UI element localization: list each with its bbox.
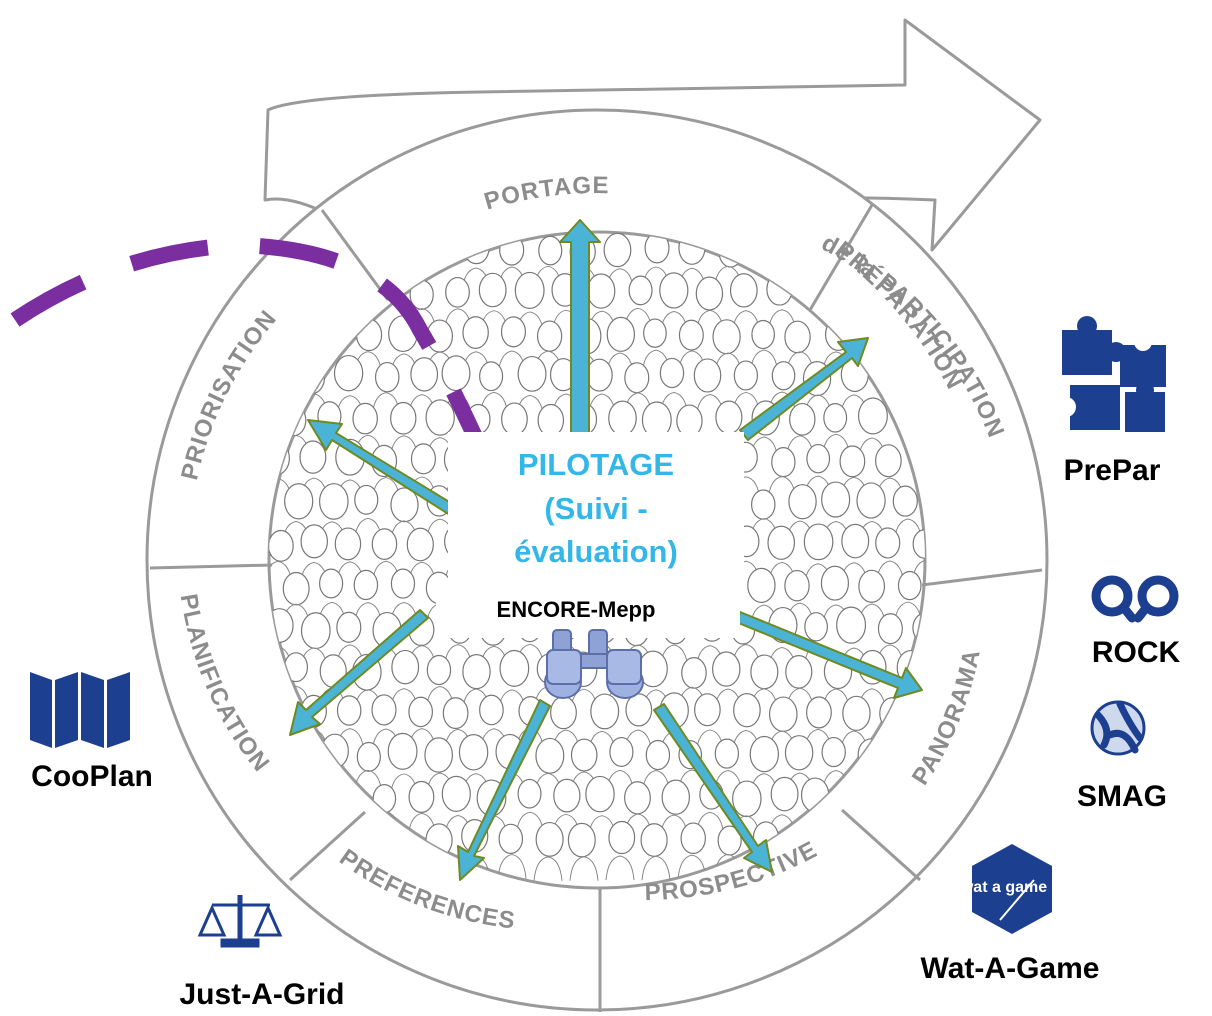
magnifier-icon bbox=[1091, 575, 1179, 623]
arrow-lower-left bbox=[289, 609, 429, 736]
tool-label-cooplan: CooPlan bbox=[31, 760, 153, 793]
svg-text:wat a game: wat a game bbox=[960, 879, 1047, 896]
tool-label-prepar: PrePar bbox=[1064, 454, 1161, 487]
folded-map-icon bbox=[30, 672, 130, 748]
binoculars-icon bbox=[544, 629, 644, 699]
tool-label-justagrid: Just-A-Grid bbox=[180, 978, 345, 1011]
arrow-up bbox=[559, 219, 601, 441]
divider bbox=[840, 808, 922, 882]
wat-a-game-logo-icon: wat a game bbox=[960, 844, 1052, 934]
divider bbox=[288, 810, 367, 882]
tool-label-rock: ROCK bbox=[1092, 636, 1181, 669]
arrow-left bbox=[307, 419, 457, 516]
trajectory-dashed-path bbox=[10, 236, 498, 474]
divider bbox=[808, 204, 874, 311]
center-box: PILOTAGE (Suivi - évaluation) ENCORE-Mep… bbox=[436, 432, 744, 638]
center-subtitle-2: évaluation) bbox=[514, 534, 678, 569]
radial-arrows bbox=[289, 219, 923, 881]
arrow-right bbox=[735, 611, 923, 699]
divider bbox=[149, 563, 273, 570]
arrow-down-left bbox=[457, 699, 551, 881]
divider bbox=[921, 568, 1043, 587]
center-tool-label: ENCORE-Mepp bbox=[497, 597, 656, 622]
tool-label-smag: SMAG bbox=[1077, 780, 1167, 813]
arrow-down-right bbox=[653, 703, 773, 873]
smag-icon bbox=[1090, 700, 1146, 756]
center-title: PILOTAGE bbox=[518, 447, 674, 482]
divider bbox=[320, 209, 390, 301]
center-subtitle-1: (Suivi - bbox=[544, 491, 647, 526]
arrow-upper-right bbox=[739, 337, 869, 441]
scales-icon bbox=[197, 895, 283, 948]
tool-label-watagame: Wat-A-Game bbox=[921, 952, 1100, 985]
puzzle-icon bbox=[1056, 316, 1166, 432]
